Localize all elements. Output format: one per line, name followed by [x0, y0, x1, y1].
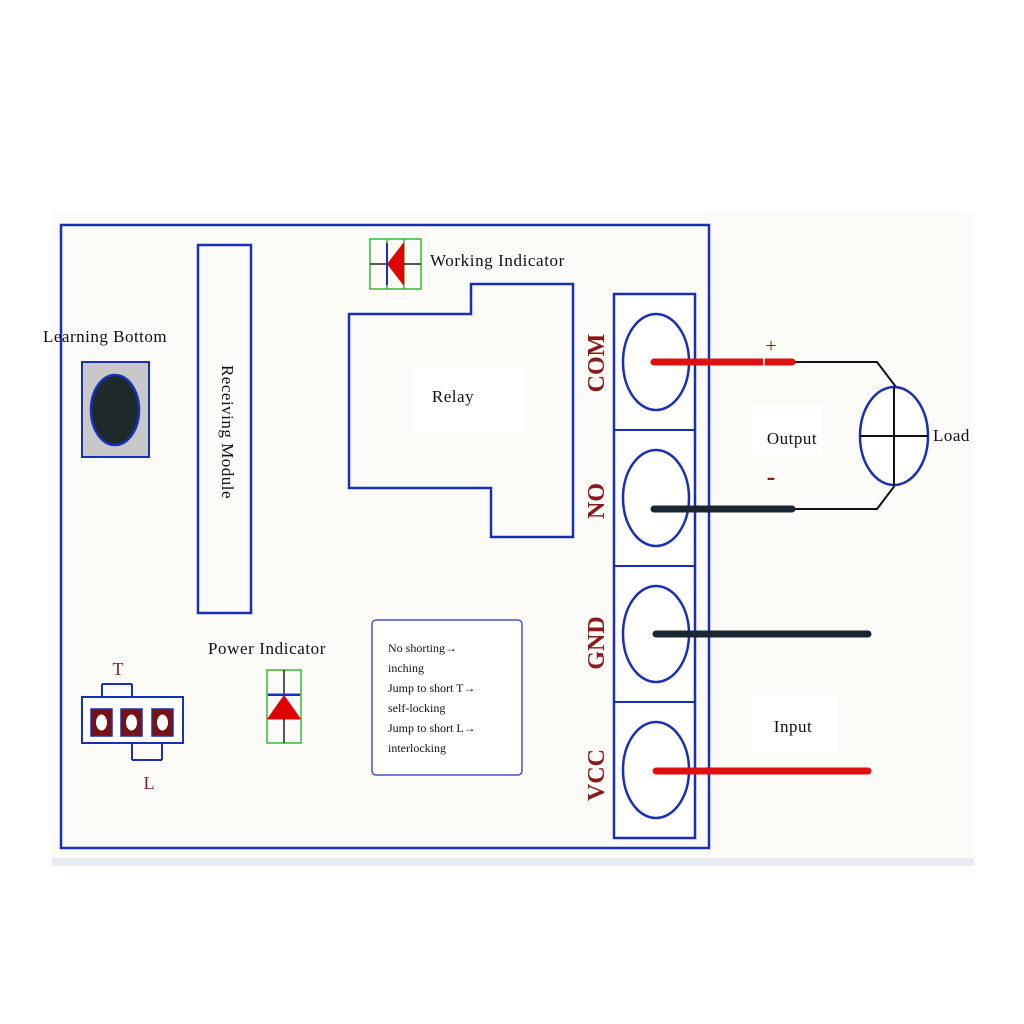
- load-lamp: [858, 385, 930, 487]
- learning-button-cap: [89, 373, 141, 447]
- load-label: Load: [933, 426, 970, 445]
- terminal-label-vcc: VCC: [584, 749, 610, 801]
- jumper-pin-hole: [96, 714, 107, 731]
- relay-label-box: [411, 368, 525, 432]
- receiving-module: [196, 243, 253, 615]
- mode-note-line: Jump to short T→: [388, 681, 475, 695]
- terminal-label-gnd: GND: [584, 616, 610, 669]
- output-label-box: [752, 405, 822, 455]
- working-indicator-label: Working Indicator: [430, 251, 565, 270]
- jumper-pin-hole: [157, 714, 168, 731]
- mode-note-line: interlocking: [388, 741, 446, 755]
- relay-label: Relay: [432, 387, 474, 406]
- working-led-triangle: [387, 242, 404, 286]
- working-indicator-led: [369, 238, 422, 290]
- jumper-header[interactable]: [81, 683, 184, 761]
- relay: [347, 282, 575, 539]
- terminal-label-no: NO: [584, 483, 610, 519]
- mode-note-line: inching: [388, 661, 424, 675]
- jumper-l-label: L: [144, 773, 155, 793]
- polarity-plus: +: [765, 335, 776, 357]
- load-wire-positive: [790, 361, 897, 388]
- mode-note-line: self-locking: [388, 701, 445, 715]
- power-indicator-label: Power Indicator: [208, 639, 326, 658]
- input-label-box: [752, 695, 838, 753]
- background-shadow: [52, 858, 974, 866]
- learning-button-label: Learning Bottom: [43, 327, 167, 346]
- mode-note-line: No shorting→: [388, 641, 457, 655]
- input-label: Input: [774, 717, 812, 736]
- power-indicator-led: [266, 669, 302, 744]
- mode-notes-box: [371, 619, 523, 776]
- receiving-module-label: Receiving Module: [218, 365, 237, 499]
- load-wire-negative: [790, 483, 897, 510]
- polarity-minus: -: [767, 462, 776, 491]
- learning-button[interactable]: [81, 361, 150, 458]
- terminal-label-com: COM: [584, 334, 610, 393]
- output-label: Output: [767, 429, 817, 448]
- mode-note-line: Jump to short L→: [388, 721, 476, 735]
- jumper-t-label: T: [113, 659, 124, 679]
- board-outline: [59, 223, 711, 850]
- terminal-screw-no[interactable]: [621, 448, 691, 548]
- jumper-pin-hole: [126, 714, 137, 731]
- power-led-triangle: [267, 695, 301, 719]
